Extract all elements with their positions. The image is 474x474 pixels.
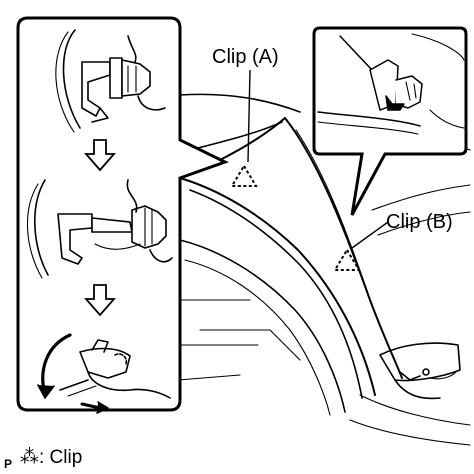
clip-b-label: Clip (B): [386, 211, 453, 233]
step2-clip-prying: [26, 179, 173, 279]
clip-b-detail-panel: [312, 26, 468, 216]
clip-a-leader-line: [247, 69, 251, 163]
step1-clip-installed: [55, 29, 166, 133]
dashed-triangle-icon: [333, 248, 361, 271]
down-arrow-icon: [84, 139, 116, 172]
inset-frame: [312, 26, 468, 216]
vehicle-body-drawing: [177, 93, 471, 446]
removal-steps-panel: [16, 16, 229, 414]
clip-b-detail-drawing: [317, 33, 465, 135]
callout-frame: [16, 16, 229, 412]
down-arrow-icon: [84, 284, 116, 317]
clip-b-leader-line: [351, 221, 389, 249]
legend-prefix: P: [4, 457, 12, 471]
legend-text: ⁂: Clip: [20, 447, 82, 468]
dashed-triangle-icon: [230, 164, 258, 187]
step3-clip-removed: [37, 333, 171, 414]
clip-a-label: Clip (A): [212, 46, 279, 68]
